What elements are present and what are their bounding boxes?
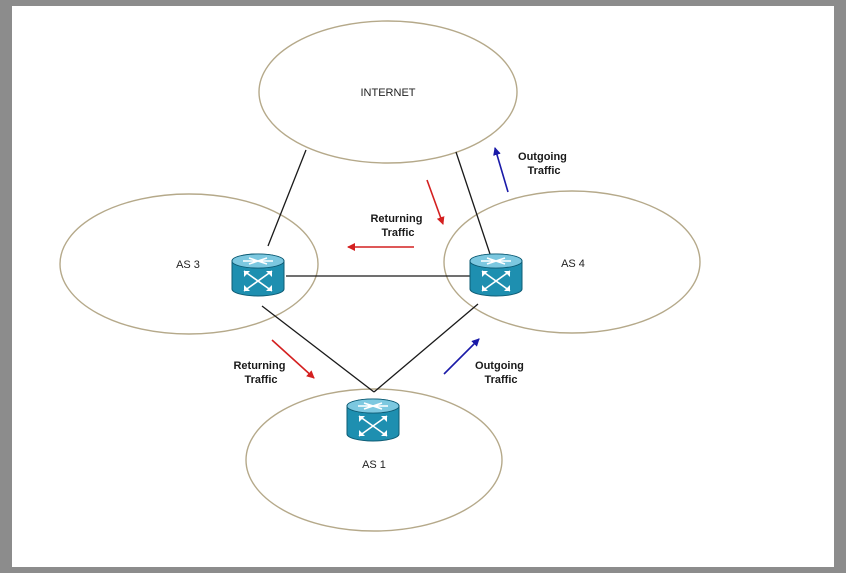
outgoing-arrow-icon	[493, 147, 509, 193]
outgoing-arrow-icon	[443, 338, 480, 375]
router-icon	[469, 253, 523, 297]
as3-label: AS 3	[176, 259, 200, 271]
as1-label: AS 1	[362, 459, 386, 471]
returning-arrow-icon	[271, 339, 315, 379]
link-as3-as1	[261, 305, 375, 393]
as3-cloud	[59, 193, 319, 335]
returning-arrow-icon	[426, 179, 445, 225]
link-as4-as1	[373, 303, 479, 393]
network-diagram: INTERNET AS 3 AS 4 AS 1 Returning Traffi…	[59, 20, 701, 532]
internet-label: INTERNET	[361, 87, 416, 99]
as4-label: AS 4	[561, 258, 585, 270]
link-internet-as4	[455, 151, 491, 255]
internet-cloud	[258, 20, 518, 164]
link-internet-as3	[267, 149, 307, 247]
outgoing-traffic-label-top: Outgoing Traffic	[518, 151, 570, 177]
as4-cloud	[443, 190, 701, 334]
as1-cloud	[245, 388, 503, 532]
outgoing-traffic-label-bottom: Outgoing Traffic	[475, 360, 527, 386]
returning-traffic-label-top: Returning Traffic	[370, 213, 425, 239]
router-icon	[346, 398, 400, 442]
diagram-frame: INTERNET AS 3 AS 4 AS 1 Returning Traffi…	[12, 6, 834, 567]
router-icon	[231, 253, 285, 297]
returning-traffic-label-bottom: Returning Traffic	[233, 360, 288, 386]
